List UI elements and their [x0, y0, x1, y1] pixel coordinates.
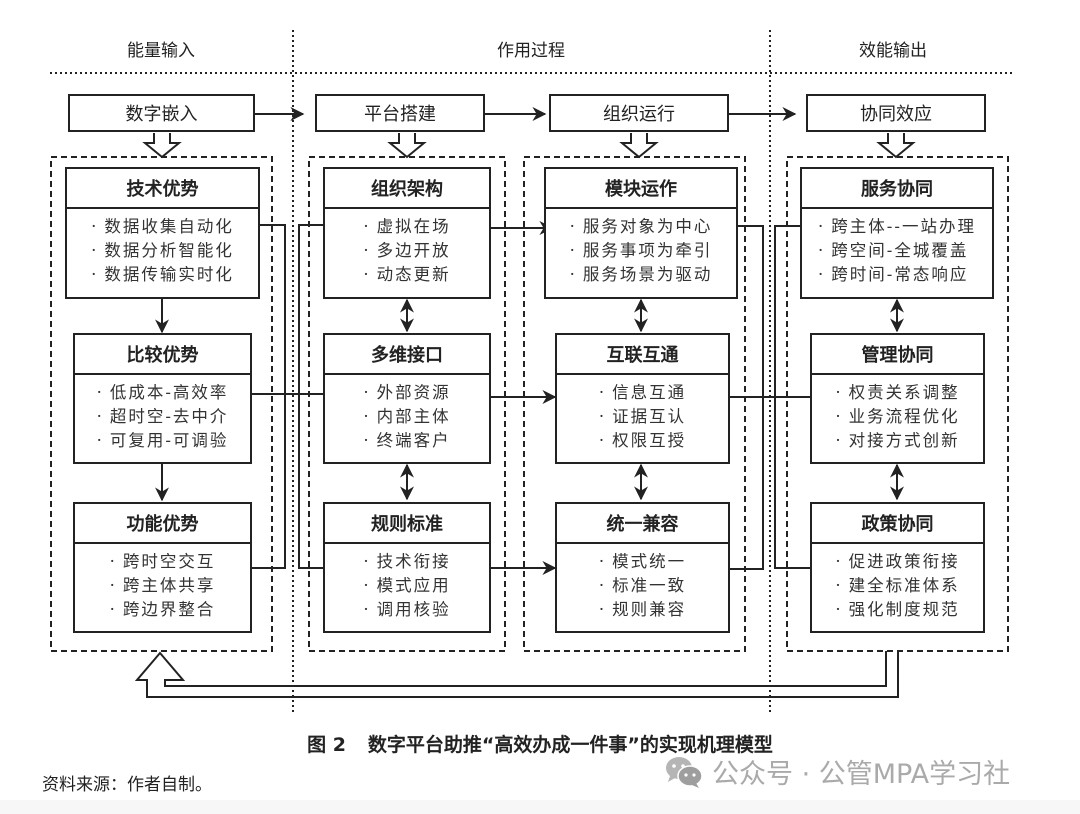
card-title: 多维接口: [325, 335, 489, 375]
card-item: 调用核验: [363, 598, 450, 622]
card-org-structure: 组织架构 虚拟在场 多边开放 动态更新: [323, 167, 491, 299]
card-title: 服务协同: [802, 169, 992, 209]
card-item: 数据传输实时化: [91, 263, 234, 287]
card-item: 服务事项为牵引: [570, 239, 713, 263]
card-item: 对接方式创新: [835, 429, 959, 453]
card-item: 服务对象为中心: [570, 215, 713, 239]
card-item: 多边开放: [363, 239, 450, 263]
flow-box-digital-embedding: 数字嵌入: [68, 94, 255, 132]
watermark-text: 公众号 · 公管MPA学习社: [712, 759, 1011, 790]
card-item: 跨主体共享: [110, 574, 216, 598]
card-title: 技术优势: [67, 169, 258, 209]
card-title: 互联互通: [557, 335, 728, 375]
card-item: 强化制度规范: [835, 598, 959, 622]
card-item: 跨主体--一站办理: [818, 215, 976, 239]
card-interconnection: 互联互通 信息互通 证据互认 权限互授: [555, 333, 730, 464]
card-title: 政策协同: [812, 504, 983, 544]
figure-number: 图 2: [307, 734, 346, 756]
card-rules-standards: 规则标准 技术衔接 模式应用 调用核验: [323, 502, 491, 633]
card-item: 跨边界整合: [110, 598, 216, 622]
card-title: 统一兼容: [557, 504, 728, 544]
page-bottom-band: [0, 800, 1080, 814]
card-functional-advantage: 功能优势 跨时空交互 跨主体共享 跨边界整合: [73, 502, 252, 633]
card-title: 功能优势: [75, 504, 250, 544]
card-item: 业务流程优化: [835, 405, 959, 429]
card-item: 促进政策衔接: [835, 550, 959, 574]
phase-header-output: 效能输出: [859, 41, 927, 61]
card-policy-synergy: 政策协同 促进政策衔接 建全标准体系 强化制度规范: [810, 502, 985, 633]
card-item: 模式应用: [363, 574, 450, 598]
flow-box-synergy: 协同效应: [806, 94, 986, 132]
group-frame-input: [50, 156, 273, 652]
card-item: 跨空间-全城覆盖: [818, 239, 976, 263]
card-item: 规则兼容: [599, 598, 686, 622]
card-item: 数据收集自动化: [91, 215, 234, 239]
card-title: 管理协同: [812, 335, 983, 375]
card-item: 终端客户: [363, 429, 450, 453]
hollow-arrow-input: [142, 133, 182, 159]
card-item: 跨时间-常态响应: [818, 263, 976, 287]
card-item: 技术衔接: [363, 550, 450, 574]
card-item: 外部资源: [363, 381, 450, 405]
watermark: 公众号 · 公管MPA学习社: [664, 752, 1010, 791]
card-title: 模块运作: [546, 169, 736, 209]
card-item: 建全标准体系: [835, 574, 959, 598]
phase-header-input: 能量输入: [127, 41, 195, 61]
source-note: 资料来源：作者自制。: [42, 775, 212, 795]
card-management-synergy: 管理协同 权责关系调整 业务流程优化 对接方式创新: [810, 333, 985, 464]
card-multi-interface: 多维接口 外部资源 内部主体 终端客户: [323, 333, 491, 464]
wechat-icon: [666, 756, 703, 788]
card-item: 虚拟在场: [363, 215, 450, 239]
card-module-operation: 模块运作 服务对象为中心 服务事项为牵引 服务场景为驱动: [544, 167, 738, 299]
card-item: 跨时空交互: [110, 550, 216, 574]
bus-left-a: [252, 224, 286, 569]
phase-header-process: 作用过程: [497, 41, 565, 61]
card-item: 超时空-去中介: [97, 405, 229, 429]
card-item: 标准一致: [599, 574, 686, 598]
card-item: 权限互授: [599, 429, 686, 453]
figure-title: 数字平台助推“高效办成一件事”的实现机理模型: [367, 734, 773, 756]
card-title: 组织架构: [325, 169, 489, 209]
flow-box-org-operation: 组织运行: [549, 94, 729, 132]
card-item: 低成本-高效率: [97, 381, 229, 405]
card-item: 信息互通: [599, 381, 686, 405]
card-item: 可复用-可调验: [97, 429, 229, 453]
card-tech-advantage: 技术优势 数据收集自动化 数据分析智能化 数据传输实时化: [65, 167, 260, 299]
group-frame-platform: [308, 156, 506, 652]
card-item: 服务场景为驱动: [570, 263, 713, 287]
card-service-synergy: 服务协同 跨主体--一站办理 跨空间-全城覆盖 跨时间-常态响应: [800, 167, 994, 299]
card-title: 规则标准: [325, 504, 489, 544]
hollow-arrow-output: [876, 133, 916, 159]
figure-caption: 图 2 数字平台助推“高效办成一件事”的实现机理模型: [0, 730, 1080, 757]
card-item: 内部主体: [363, 405, 450, 429]
hollow-arrow-operation: [619, 133, 659, 159]
card-item: 动态更新: [363, 263, 450, 287]
group-frame-operation: [523, 156, 746, 652]
card-title: 比较优势: [75, 335, 250, 375]
bus-left-b: [298, 224, 324, 569]
card-item: 模式统一: [599, 550, 686, 574]
feedback-arrow: [134, 651, 899, 698]
card-unified-compatible: 统一兼容 模式统一 标准一致 规则兼容: [555, 502, 730, 633]
card-item: 证据互认: [599, 405, 686, 429]
hollow-arrow-platform: [387, 133, 427, 159]
flow-box-platform-building: 平台搭建: [315, 94, 485, 132]
card-item: 数据分析智能化: [91, 239, 234, 263]
card-comparative-advantage: 比较优势 低成本-高效率 超时空-去中介 可复用-可调验: [73, 333, 252, 464]
card-item: 权责关系调整: [835, 381, 959, 405]
